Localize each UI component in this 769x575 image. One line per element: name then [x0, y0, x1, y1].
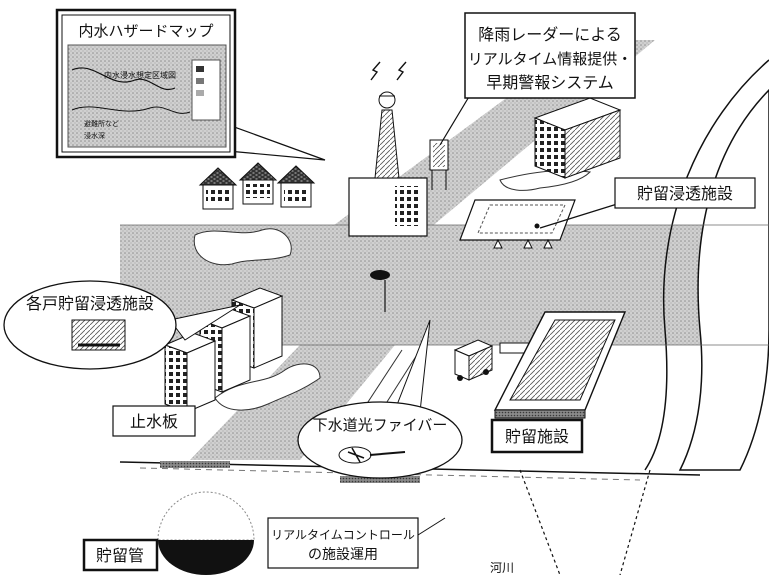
- underground-slab: [160, 461, 230, 468]
- underground-slab: [340, 476, 420, 483]
- radar-label-line2: リアルタイム情報提供・: [468, 50, 633, 68]
- storage-facility-reservoir: [493, 311, 627, 419]
- rtc-box: [267, 517, 419, 569]
- radio-wave-icon: [370, 61, 381, 81]
- rtc-label-line2: の施設運用: [308, 547, 378, 563]
- flood-puddle-lower: [214, 363, 321, 411]
- household-storage-callout: [3, 280, 241, 370]
- lower-diagonal-street: [190, 345, 395, 460]
- map-inset-text: 浸水深: [84, 131, 105, 140]
- radar-label-line3: 早期警報システム: [486, 73, 614, 92]
- map-inset-text: 避難所など: [84, 119, 119, 128]
- apartment-building: [163, 332, 217, 413]
- river-label: 河川: [490, 561, 514, 575]
- hazard-map-callout: [55, 8, 326, 161]
- rtc-leader: [417, 517, 446, 536]
- storage-infiltration-tank: [459, 199, 576, 249]
- hazard-map-title: 内水ハザードマップ: [78, 22, 213, 40]
- storage-facility-box: [490, 418, 584, 454]
- flood-puddle-left: [193, 228, 292, 266]
- sewer-fiber-label: 下水道光ファイバー: [313, 416, 448, 434]
- radio-wave-icon: [396, 61, 407, 81]
- radar-callout: [439, 12, 636, 146]
- flood-board-label: 止水板: [130, 412, 178, 431]
- flood-water: [193, 169, 592, 411]
- radar-label-line1: 降雨レーダーによる: [478, 25, 622, 44]
- river-bank: [644, 59, 769, 471]
- sewer-fiber-callout: [297, 319, 463, 479]
- houses: [198, 162, 316, 210]
- map-inset-text: 内水浸水想定区域図: [104, 70, 176, 80]
- river-cross-section: [519, 469, 651, 575]
- apartment-blocks: [163, 287, 284, 413]
- truck-icon: [453, 339, 494, 381]
- household-storage-label: 各戸貯留浸透施設: [26, 294, 154, 313]
- info-signpost: [429, 139, 449, 190]
- storage-pipe-label: 貯留管: [96, 546, 144, 565]
- radar-tower: [348, 61, 428, 237]
- office-building: [533, 97, 622, 179]
- storage-infiltration-callout: [539, 177, 756, 229]
- manhole-icon: [370, 270, 390, 280]
- house: [276, 165, 316, 208]
- storage-infiltration-label: 貯留浸透施設: [637, 184, 733, 203]
- storage-pipe-box: [82, 538, 159, 572]
- rtc-label-line1: リアルタイムコントロール: [271, 528, 415, 542]
- flood-board-box: [112, 405, 196, 437]
- storage-pipe-cross-section: [157, 491, 255, 575]
- house: [198, 167, 238, 210]
- house: [238, 162, 278, 205]
- storage-facility-label: 貯留施設: [505, 427, 569, 446]
